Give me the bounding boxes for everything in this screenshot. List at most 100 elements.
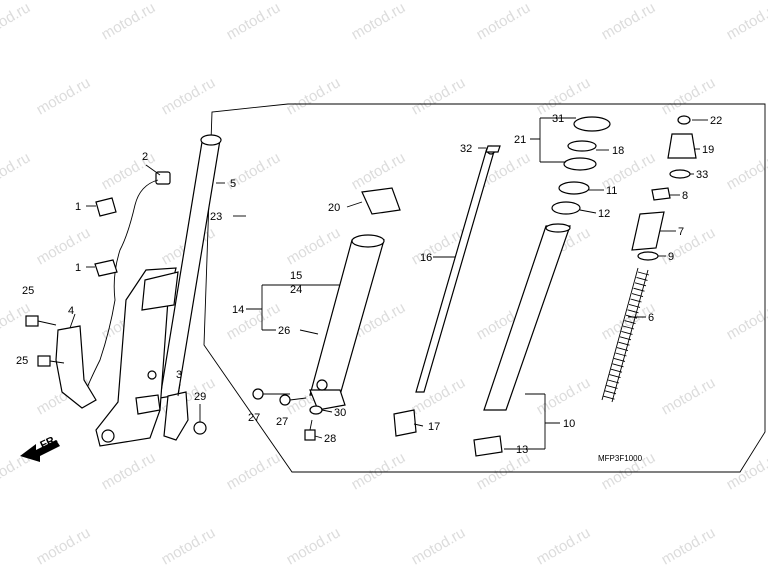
- damper-rod-16: [416, 146, 495, 392]
- callout-4: 4: [68, 305, 74, 317]
- watermark-text: motod.ru: [659, 374, 719, 418]
- watermark-text: motod.ru: [99, 0, 159, 43]
- callout-15: 15: [290, 270, 302, 282]
- slider-bushing-13: [474, 436, 502, 456]
- watermark-text: motod.ru: [284, 524, 344, 568]
- bolt-25-upper: [26, 316, 56, 326]
- oil-lock-piece-17: [394, 410, 416, 436]
- oil-seal-18: [564, 158, 596, 170]
- watermark-text: motod.ru: [0, 0, 33, 43]
- wire-clamp-lower: [95, 260, 117, 276]
- seat-9: [638, 252, 658, 260]
- stop-ring: [568, 141, 596, 151]
- callout-27-b: 27: [276, 416, 288, 428]
- callout-16: 16: [420, 252, 432, 264]
- callout-26: 26: [278, 325, 290, 337]
- callout-1-upper: 1: [75, 201, 81, 213]
- watermark-text: motod.ru: [724, 0, 768, 43]
- callout-9: 9: [668, 251, 674, 263]
- watermark-text: motod.ru: [534, 524, 594, 568]
- bolt-28: [305, 420, 315, 440]
- watermark-text: motod.ru: [599, 0, 659, 43]
- callout-10: 10: [563, 418, 575, 430]
- dust-seal-31: [574, 117, 610, 131]
- fork-bolt-19: [668, 134, 696, 158]
- callout-22: 22: [710, 115, 722, 127]
- pin-26: [300, 330, 318, 334]
- callout-3: 3: [176, 369, 182, 381]
- spacer-7: [632, 212, 664, 250]
- front-arrow-label: FR.: [38, 433, 59, 451]
- callout-31: 31: [552, 113, 564, 125]
- watermark-text: motod.ru: [724, 449, 768, 493]
- callout-18: 18: [612, 145, 624, 157]
- callout-13: 13: [516, 444, 528, 456]
- callout-33: 33: [696, 169, 708, 181]
- callout-28: 28: [324, 433, 336, 445]
- fork-guard-20: [362, 188, 400, 214]
- watermark-text: motod.ru: [34, 224, 94, 268]
- callout-7: 7: [678, 226, 684, 238]
- axle-hole: [317, 380, 327, 390]
- watermark-text: motod.ru: [34, 524, 94, 568]
- callout-1-lower: 1: [75, 262, 81, 274]
- watermark-text: motod.ru: [159, 524, 219, 568]
- callout-25-lower: 25: [16, 355, 28, 367]
- watermark-text: motod.ru: [659, 524, 719, 568]
- watermark-text: motod.ru: [349, 449, 409, 493]
- watermark-text: motod.ru: [159, 74, 219, 118]
- watermark-text: motod.ru: [349, 0, 409, 43]
- callout-29: 29: [194, 391, 206, 403]
- watermark-text: motod.ru: [284, 224, 344, 268]
- callout-30: 30: [334, 407, 346, 419]
- caliper-mount-upper: [148, 371, 156, 379]
- callout-6: 6: [648, 312, 654, 324]
- callout-27-a: 27: [248, 412, 260, 424]
- watermark-text: motod.ru: [224, 0, 284, 43]
- watermark-text: motod.ru: [409, 374, 469, 418]
- axle-boss: [102, 430, 114, 442]
- guide-bushing-12: [552, 202, 580, 214]
- watermark-text: motod.ru: [659, 74, 719, 118]
- callout-12: 12: [598, 208, 610, 220]
- callout-2: 2: [142, 151, 148, 163]
- callout-20: 20: [328, 202, 340, 214]
- seal-32: [486, 146, 500, 152]
- callout-23: 23: [210, 211, 222, 223]
- callout-11: 11: [606, 185, 617, 197]
- watermark-text: motod.ru: [224, 449, 284, 493]
- nut-29: [194, 422, 206, 434]
- watermark-text: motod.ru: [349, 149, 409, 193]
- callout-5: 5: [230, 178, 236, 190]
- watermark-text: motod.ru: [409, 524, 469, 568]
- backup-ring-11: [559, 182, 589, 194]
- watermark-text: motod.ru: [99, 149, 159, 193]
- diagram-code: MFP3F1000: [598, 454, 643, 463]
- watermark-text: motod.ru: [534, 74, 594, 118]
- o-ring-33: [670, 170, 690, 178]
- callout-32: 32: [460, 143, 472, 155]
- callout-19: 19: [702, 144, 714, 156]
- watermark-text: motod.ru: [284, 74, 344, 118]
- callout-8: 8: [682, 190, 688, 202]
- watermark-text: motod.ru: [0, 149, 33, 193]
- callout-14: 14: [232, 304, 244, 316]
- front-direction-arrow: FR.: [20, 433, 60, 462]
- watermark-text: motod.ru: [99, 449, 159, 493]
- watermark-text: motod.ru: [724, 149, 768, 193]
- watermark-text: motod.ru: [34, 74, 94, 118]
- callout-17: 17: [428, 421, 440, 433]
- watermark-text: motod.ru: [409, 74, 469, 118]
- washer-30: [310, 406, 322, 414]
- caliper-bracket: [164, 392, 188, 440]
- callout-24: 24: [290, 284, 302, 296]
- watermark-text: motod.ru: [534, 374, 594, 418]
- fender-bracket: [136, 395, 160, 414]
- watermark-text: motod.ru: [474, 0, 534, 43]
- fork-top-cap: [201, 135, 221, 145]
- callout-21: 21: [514, 134, 526, 146]
- o-ring-22: [678, 116, 690, 124]
